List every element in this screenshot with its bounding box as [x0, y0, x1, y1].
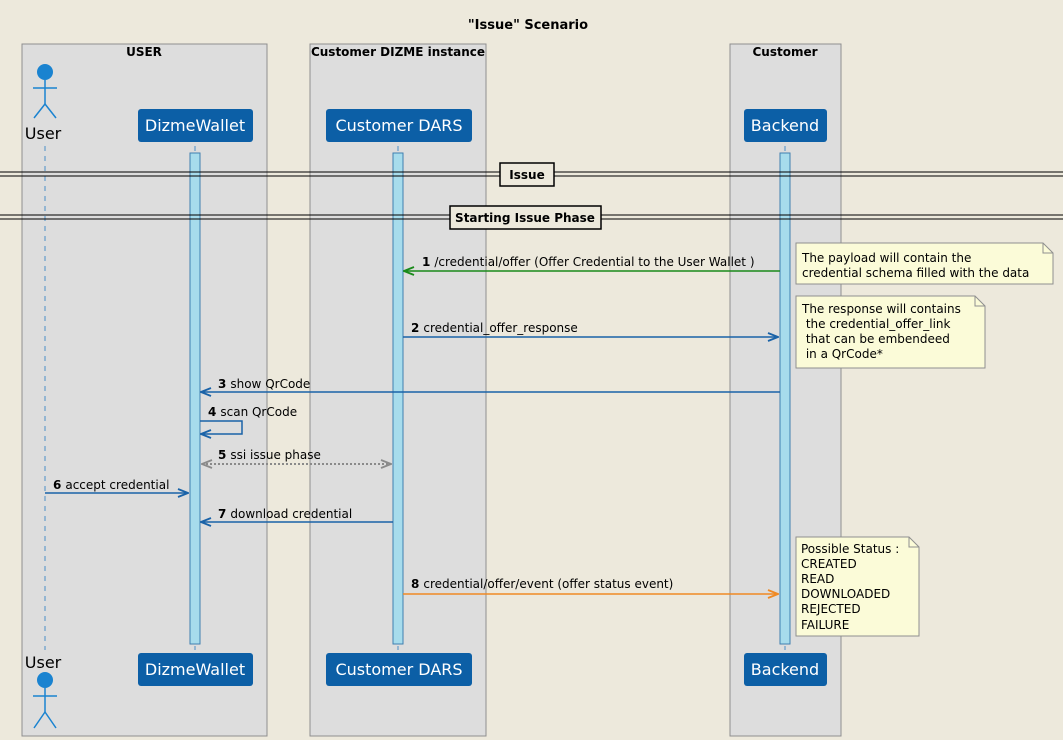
message-2-label: credential_offer_response — [423, 321, 577, 335]
participant-backend-bottom-label: Backend — [751, 660, 819, 679]
note-payload: The payload will contain the credential … — [795, 242, 1054, 285]
activation-bar-backend — [779, 152, 791, 645]
note-payload-line-2: credential schema filled with the data — [802, 266, 1029, 280]
message-5: 5 ssi issue phase — [202, 448, 391, 464]
activation-bar-dars — [392, 152, 404, 645]
message-2: 2 credential_offer_response — [403, 321, 778, 337]
box-user-label: USER — [126, 45, 162, 59]
note-status-line-6: FAILURE — [801, 618, 849, 632]
box-user: USER — [21, 43, 268, 737]
note-payload-line-1: The payload will contain the — [801, 251, 971, 265]
participant-wallet-bottom-label: DizmeWallet — [145, 660, 245, 679]
actor-user-top-label: User — [25, 124, 62, 143]
message-7-number: 7 — [218, 507, 226, 521]
note-status-line-3: READ — [801, 572, 834, 586]
note-response-line-4: in a QrCode* — [802, 347, 883, 361]
message-1-label: /credential/offer (Offer Credential to t… — [434, 255, 754, 269]
message-3-label: show QrCode — [230, 377, 310, 391]
participant-dars-top-label: Customer DARS — [335, 116, 462, 135]
participant-dars-bottom-label: Customer DARS — [335, 660, 462, 679]
diagram-title: "Issue" Scenario — [468, 18, 588, 33]
message-5-label: ssi issue phase — [230, 448, 321, 462]
message-7-label: download credential — [230, 507, 352, 521]
note-status-line-4: DOWNLOADED — [801, 587, 890, 601]
message-3: 3 show QrCode — [201, 377, 780, 392]
divider-issue: Issue — [0, 162, 1063, 187]
message-6-number: 6 — [53, 478, 61, 492]
message-4-number: 4 — [208, 405, 216, 419]
message-1: 1/credential/offer (Offer Credential to … — [404, 255, 780, 271]
message-5-number: 5 — [218, 448, 226, 462]
divider-starting-issue-phase: Starting Issue Phase — [0, 205, 1063, 230]
actor-user-top: User — [25, 64, 62, 143]
note-possible-status: Possible Status : CREATED READ DOWNLOADE… — [795, 536, 920, 637]
note-response-line-1: The response will contains — [801, 302, 961, 316]
user-stick-figure-icon — [33, 64, 57, 119]
note-status-line-5: REJECTED — [801, 602, 861, 616]
message-8: 8 credential/offer/event (offer status ev… — [403, 577, 778, 594]
actor-user-bottom: User — [25, 653, 62, 729]
divider-issue-label: Issue — [509, 168, 544, 182]
note-status-line-1: Possible Status : — [801, 542, 899, 556]
participant-backend-top: Backend — [744, 109, 827, 142]
participant-wallet-top: DizmeWallet — [138, 109, 253, 142]
participant-wallet-top-label: DizmeWallet — [145, 116, 245, 135]
actor-user-bottom-label: User — [25, 653, 62, 672]
message-4-arrow — [200, 420, 243, 434]
message-1-number: 1 — [422, 255, 430, 269]
message-4-label: scan QrCode — [220, 405, 297, 419]
message-6-label: accept credential — [65, 478, 169, 492]
divider-starting-label: Starting Issue Phase — [455, 211, 595, 225]
note-response: The response will contains the credentia… — [795, 295, 986, 369]
note-status-line-2: CREATED — [801, 557, 857, 571]
message-4: 4 scan QrCode — [200, 405, 297, 434]
message-3-number: 3 — [218, 377, 226, 391]
message-7: 7 download credential — [201, 507, 393, 522]
note-response-line-3: that can be embendeed — [802, 332, 950, 346]
message-2-number: 2 — [411, 321, 419, 335]
message-8-label: credential/offer/event (offer status eve… — [423, 577, 673, 591]
message-6: 6 accept credential — [45, 478, 188, 493]
note-response-line-2: the credential_offer_link — [802, 317, 951, 331]
participant-wallet-bottom: DizmeWallet — [138, 653, 253, 686]
participant-dars-top: Customer DARS — [326, 109, 472, 142]
user-stick-figure-icon — [33, 672, 57, 729]
box-customer-label: Customer — [752, 45, 817, 59]
box-dizme-label: Customer DIZME instance — [311, 45, 485, 59]
activation-bar-wallet — [189, 152, 201, 645]
participant-dars-bottom: Customer DARS — [326, 653, 472, 686]
participant-backend-top-label: Backend — [751, 116, 819, 135]
message-8-number: 8 — [411, 577, 419, 591]
participant-backend-bottom: Backend — [744, 653, 827, 686]
svg-text:1/credential/offer (Offer Cred: 1/credential/offer (Offer Credential to … — [422, 255, 755, 269]
